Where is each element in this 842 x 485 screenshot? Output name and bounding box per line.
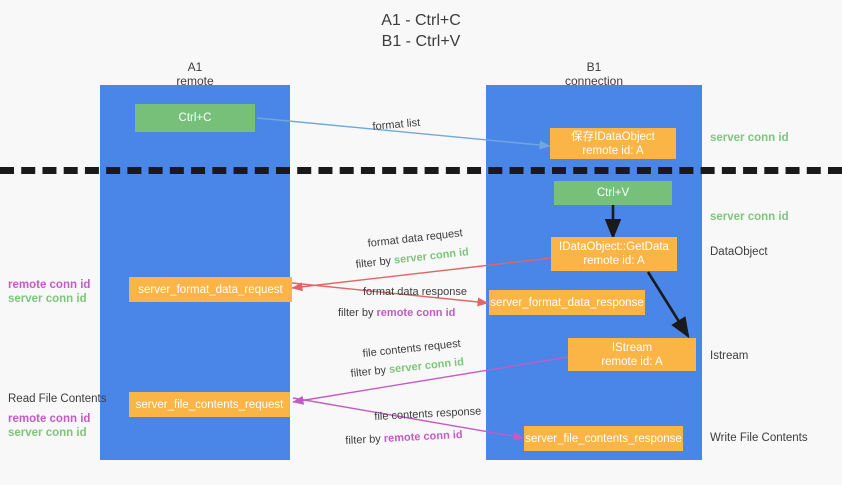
- node-server-file-contents-request-label: server_file_contents_request: [135, 398, 284, 411]
- page-title: A1 - Ctrl+C B1 - Ctrl+V: [0, 10, 842, 52]
- column-header-a1: A1 remote: [100, 60, 290, 88]
- node-ctrl-v[interactable]: Ctrl+V: [554, 181, 672, 205]
- caption-format-data-response: format data response: [363, 286, 467, 298]
- caption-fdres-filter-prefix: filter by: [338, 307, 377, 319]
- title-line-1: A1 - Ctrl+C: [381, 12, 461, 29]
- node-server-format-data-request[interactable]: server_format_data_request: [129, 277, 292, 302]
- node-server-format-data-response[interactable]: server_format_data_response: [489, 290, 645, 315]
- node-idataobject-getdata[interactable]: IDataObject::GetData remote id: A: [551, 237, 677, 271]
- node-save-dataobject-line2: remote id: A: [582, 144, 644, 157]
- caption-format-data-response-filter: filter by remote conn id: [338, 306, 455, 320]
- caption-fcres-filter-value: remote conn id: [383, 428, 463, 445]
- label-read-file-contents: Read File Contents: [8, 393, 107, 405]
- caption-fdreq-filter-prefix: filter by: [355, 254, 395, 271]
- column-a1-sub: remote: [176, 74, 214, 88]
- caption-fcres-filter-prefix: filter by: [345, 432, 385, 447]
- label-conn-ids-bottom: remote conn id server conn id: [8, 412, 90, 440]
- column-a1-name: A1: [187, 60, 203, 74]
- node-getdata-line1: IDataObject::GetData: [559, 241, 669, 253]
- caption-fdres-filter-value: remote conn id: [376, 307, 456, 319]
- column-header-b1: B1 connection: [486, 60, 702, 88]
- column-b1-name: B1: [586, 60, 602, 74]
- label-istream: Istream: [710, 350, 749, 362]
- label-server-conn-id-top: server conn id: [710, 132, 789, 144]
- label-mid-remote-conn-id: remote conn id: [8, 279, 91, 291]
- label-bottom-server-conn-id: server conn id: [8, 427, 87, 439]
- node-server-file-contents-request[interactable]: server_file_contents_request: [129, 392, 290, 417]
- label-conn-ids-mid: remote conn id server conn id: [8, 278, 90, 306]
- caption-fdreq-filter-value: server conn id: [393, 246, 470, 267]
- node-istream-line1: IStream: [611, 341, 653, 354]
- node-istream-line2: remote id: A: [601, 355, 663, 368]
- node-ctrl-c[interactable]: Ctrl+C: [135, 104, 255, 132]
- node-ctrl-c-label: Ctrl+C: [178, 112, 212, 124]
- caption-file-contents-response: file contents response: [374, 405, 482, 423]
- node-ctrl-v-label: Ctrl+V: [596, 187, 630, 199]
- phase-divider: [0, 167, 842, 174]
- label-write-file-contents: Write File Contents: [710, 432, 808, 444]
- node-save-dataobject[interactable]: 保存IDataObject remote id: A: [550, 128, 676, 159]
- label-bottom-remote-conn-id: remote conn id: [8, 413, 91, 425]
- caption-fcreq-filter-value: server conn id: [388, 356, 465, 376]
- node-getdata-line2: remote id: A: [583, 255, 645, 267]
- caption-format-list: format list: [372, 116, 421, 133]
- node-server-format-data-response-label: server_format_data_response: [490, 296, 644, 309]
- caption-file-contents-response-filter: filter by remote conn id: [345, 428, 463, 448]
- label-dataobject: DataObject: [710, 246, 768, 258]
- node-server-file-contents-response-label: server_file_contents_response: [525, 432, 682, 445]
- node-server-format-data-request-label: server_format_data_request: [138, 283, 283, 296]
- title-line-2: B1 - Ctrl+V: [381, 33, 461, 50]
- node-istream[interactable]: IStream remote id: A: [568, 338, 696, 371]
- node-server-file-contents-response[interactable]: server_file_contents_response: [524, 426, 683, 451]
- label-server-conn-id-mid: server conn id: [710, 211, 789, 223]
- node-save-dataobject-line1: 保存IDataObject: [571, 130, 655, 143]
- caption-fcreq-filter-prefix: filter by: [350, 363, 390, 380]
- column-b1-sub: connection: [564, 74, 624, 88]
- label-mid-server-conn-id: server conn id: [8, 293, 87, 305]
